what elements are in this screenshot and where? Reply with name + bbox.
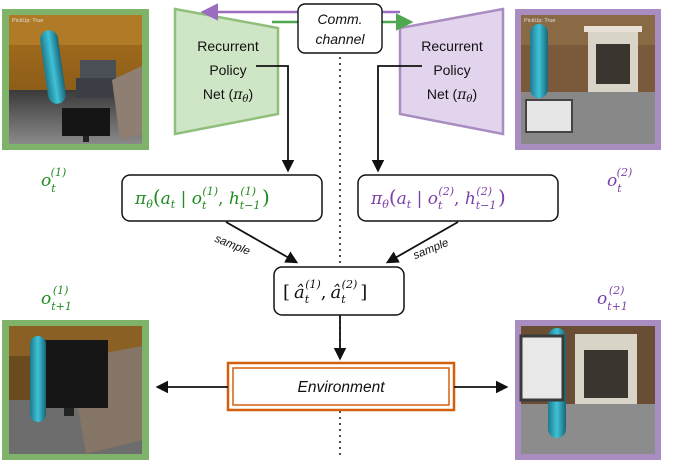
agent1-sample-arrow	[225, 221, 299, 264]
agent1-obs-label: ot(1)	[41, 166, 66, 195]
agent2-obs-label: ot(2)	[607, 166, 632, 195]
environment-box: Environment	[226, 361, 456, 412]
agent1-hud-text: PickUp: True	[12, 18, 43, 24]
agent2-policy-net: Recurrent Policy Net (πθ)	[398, 7, 505, 136]
environment-label: Environment	[297, 379, 385, 396]
agent2-policy-expr: πθ(at | ot(2), ht−1(2))	[370, 185, 506, 212]
agent2-sample-arrow	[385, 221, 459, 264]
comm-channel-line1: Comm.	[317, 11, 362, 27]
agent1-policy-net: Recurrent Policy Net (πθ)	[173, 7, 280, 136]
agent1-policy-net-line3: Net (πθ)	[203, 86, 253, 105]
agent2-hud-text: PickUp: True	[524, 18, 555, 24]
agent1-next-observation-image	[2, 320, 149, 460]
agent2-net-to-policy-arrow	[371, 65, 422, 173]
agent2-policy-box: πθ(at | ot(2), ht−1(2))	[357, 174, 559, 222]
joint-action-expr: [ât(1),ât(2)]	[283, 278, 367, 306]
agent1-net-to-policy-arrow	[256, 65, 295, 173]
agent1-observation-image: PickUp: True	[2, 9, 149, 150]
joint-action-box: [ât(1),ât(2)]	[273, 266, 405, 316]
agent2-next-obs-label: ot+1(2)	[597, 284, 628, 313]
agent1-policy-net-line2: Policy	[209, 62, 246, 78]
agent1-next-obs-label: ot+1(1)	[41, 284, 72, 313]
agent2-policy-net-line1: Recurrent	[421, 38, 483, 54]
agent1-policy-expr: πθ(at | ot(1), ht−1(1))	[134, 185, 270, 212]
agent2-policy-net-line3: Net (πθ)	[427, 86, 477, 105]
agent2-policy-net-line2: Policy	[433, 62, 470, 78]
agent2-observation-image: PickUp: True	[515, 9, 661, 150]
agent2-sample-label: sample	[412, 237, 451, 262]
agent2-next-observation-image	[515, 320, 661, 460]
comm-channel-line2: channel	[315, 31, 365, 47]
agent1-policy-net-line1: Recurrent	[197, 38, 259, 54]
comm-channel-box: Comm. channel	[297, 3, 383, 54]
agent1-policy-box: πθ(at | ot(1), ht−1(1))	[121, 174, 323, 222]
agent1-sample-label: sample	[213, 233, 252, 258]
